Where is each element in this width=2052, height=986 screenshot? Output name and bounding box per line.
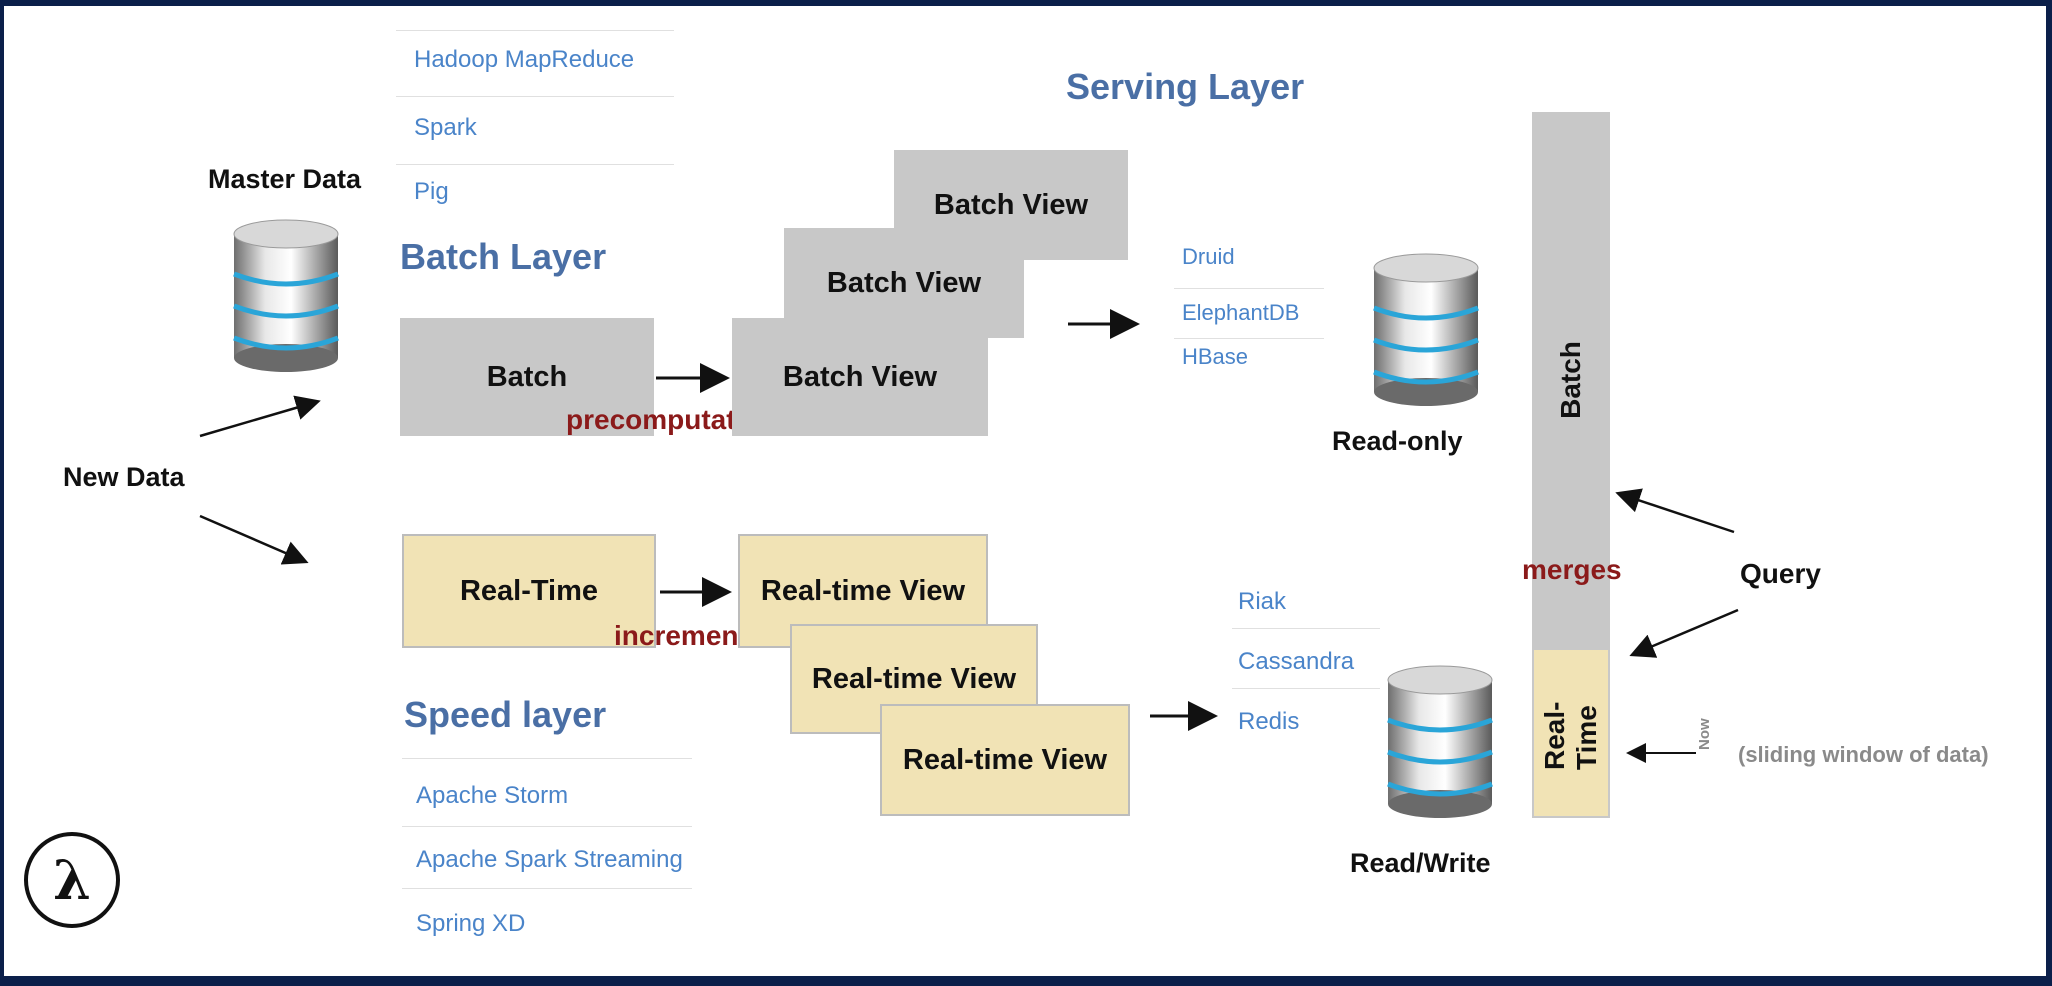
lambda-symbol: λ: [53, 848, 91, 912]
serving-layer-title: Serving Layer: [1066, 66, 1305, 107]
tech-item[interactable]: HBase: [1182, 344, 1249, 369]
tech-item[interactable]: Spark: [414, 114, 477, 141]
arrow-query-to-realtime: [1629, 608, 1739, 658]
realtime-view-box: Real-time View: [880, 704, 1130, 816]
merge-batch-label: Batch: [1554, 341, 1586, 419]
merges-label: merges: [1522, 554, 1622, 585]
realtime-view-label: Real-time View: [760, 574, 966, 607]
tech-item[interactable]: Riak: [1238, 588, 1287, 615]
tech-item[interactable]: Apache Storm: [416, 782, 569, 809]
sliding-window-label: (sliding window of data): [1738, 742, 1989, 767]
batch-view-label: Batch View: [933, 188, 1089, 221]
now-label: Now: [1696, 718, 1713, 750]
tech-item[interactable]: Pig: [414, 178, 449, 205]
read-only-label: Read-only: [1332, 426, 1463, 456]
batch-view-label: Batch View: [826, 266, 982, 299]
tech-item[interactable]: Spring XD: [416, 910, 526, 937]
batch-box-label: Batch: [486, 360, 568, 393]
arrow-new-to-master: [199, 395, 321, 438]
realtime-view-label: Real-time View: [811, 662, 1017, 695]
tech-item[interactable]: ElephantDB: [1182, 300, 1300, 325]
query-label[interactable]: Query: [1740, 558, 1821, 589]
new-data-label: New Data: [63, 462, 185, 492]
batch-layer-title: Batch Layer: [400, 236, 607, 277]
connector-arrows: [199, 309, 1739, 763]
serving-readwrite-tech-list: Riak Cassandra Redis: [1232, 586, 1380, 746]
lambda-logo: λ: [24, 832, 120, 928]
batch-tech-list: Hadoop MapReduce Spark Pig: [396, 30, 674, 220]
speed-tech-list: Apache Storm Apache Spark Streaming Spri…: [402, 758, 692, 958]
merge-realtime-bar: Real-Time: [1532, 648, 1610, 818]
tech-item[interactable]: Apache Spark Streaming: [416, 846, 683, 873]
batch-box: Batch: [400, 318, 654, 436]
realtime-view-label: Real-time View: [902, 743, 1108, 776]
tech-item[interactable]: Redis: [1238, 708, 1300, 735]
tech-item[interactable]: Cassandra: [1238, 648, 1355, 675]
tech-item[interactable]: Druid: [1182, 244, 1235, 269]
speed-layer-title: Speed layer: [404, 694, 607, 735]
batch-view-box: Batch View: [732, 318, 988, 436]
tech-item[interactable]: Hadoop MapReduce: [414, 46, 635, 73]
lambda-architecture-diagram: Hadoop MapReduce Spark Pig Master Data N…: [4, 6, 2046, 976]
realtime-box: Real-Time: [402, 534, 656, 648]
merge-realtime-label: Real-Time: [1539, 701, 1602, 770]
serving-readonly-tech-list: Druid ElephantDB HBase: [1174, 244, 1324, 384]
merge-batch-bar: Batch: [1532, 112, 1610, 648]
read-write-label: Read/Write: [1350, 848, 1491, 878]
master-data-label: Master Data: [208, 164, 362, 194]
arrow-query-to-batch: [1615, 488, 1735, 534]
realtime-box-label: Real-Time: [459, 574, 599, 607]
arrow-new-to-realtime: [199, 514, 309, 565]
batch-view-label: Batch View: [782, 360, 938, 393]
